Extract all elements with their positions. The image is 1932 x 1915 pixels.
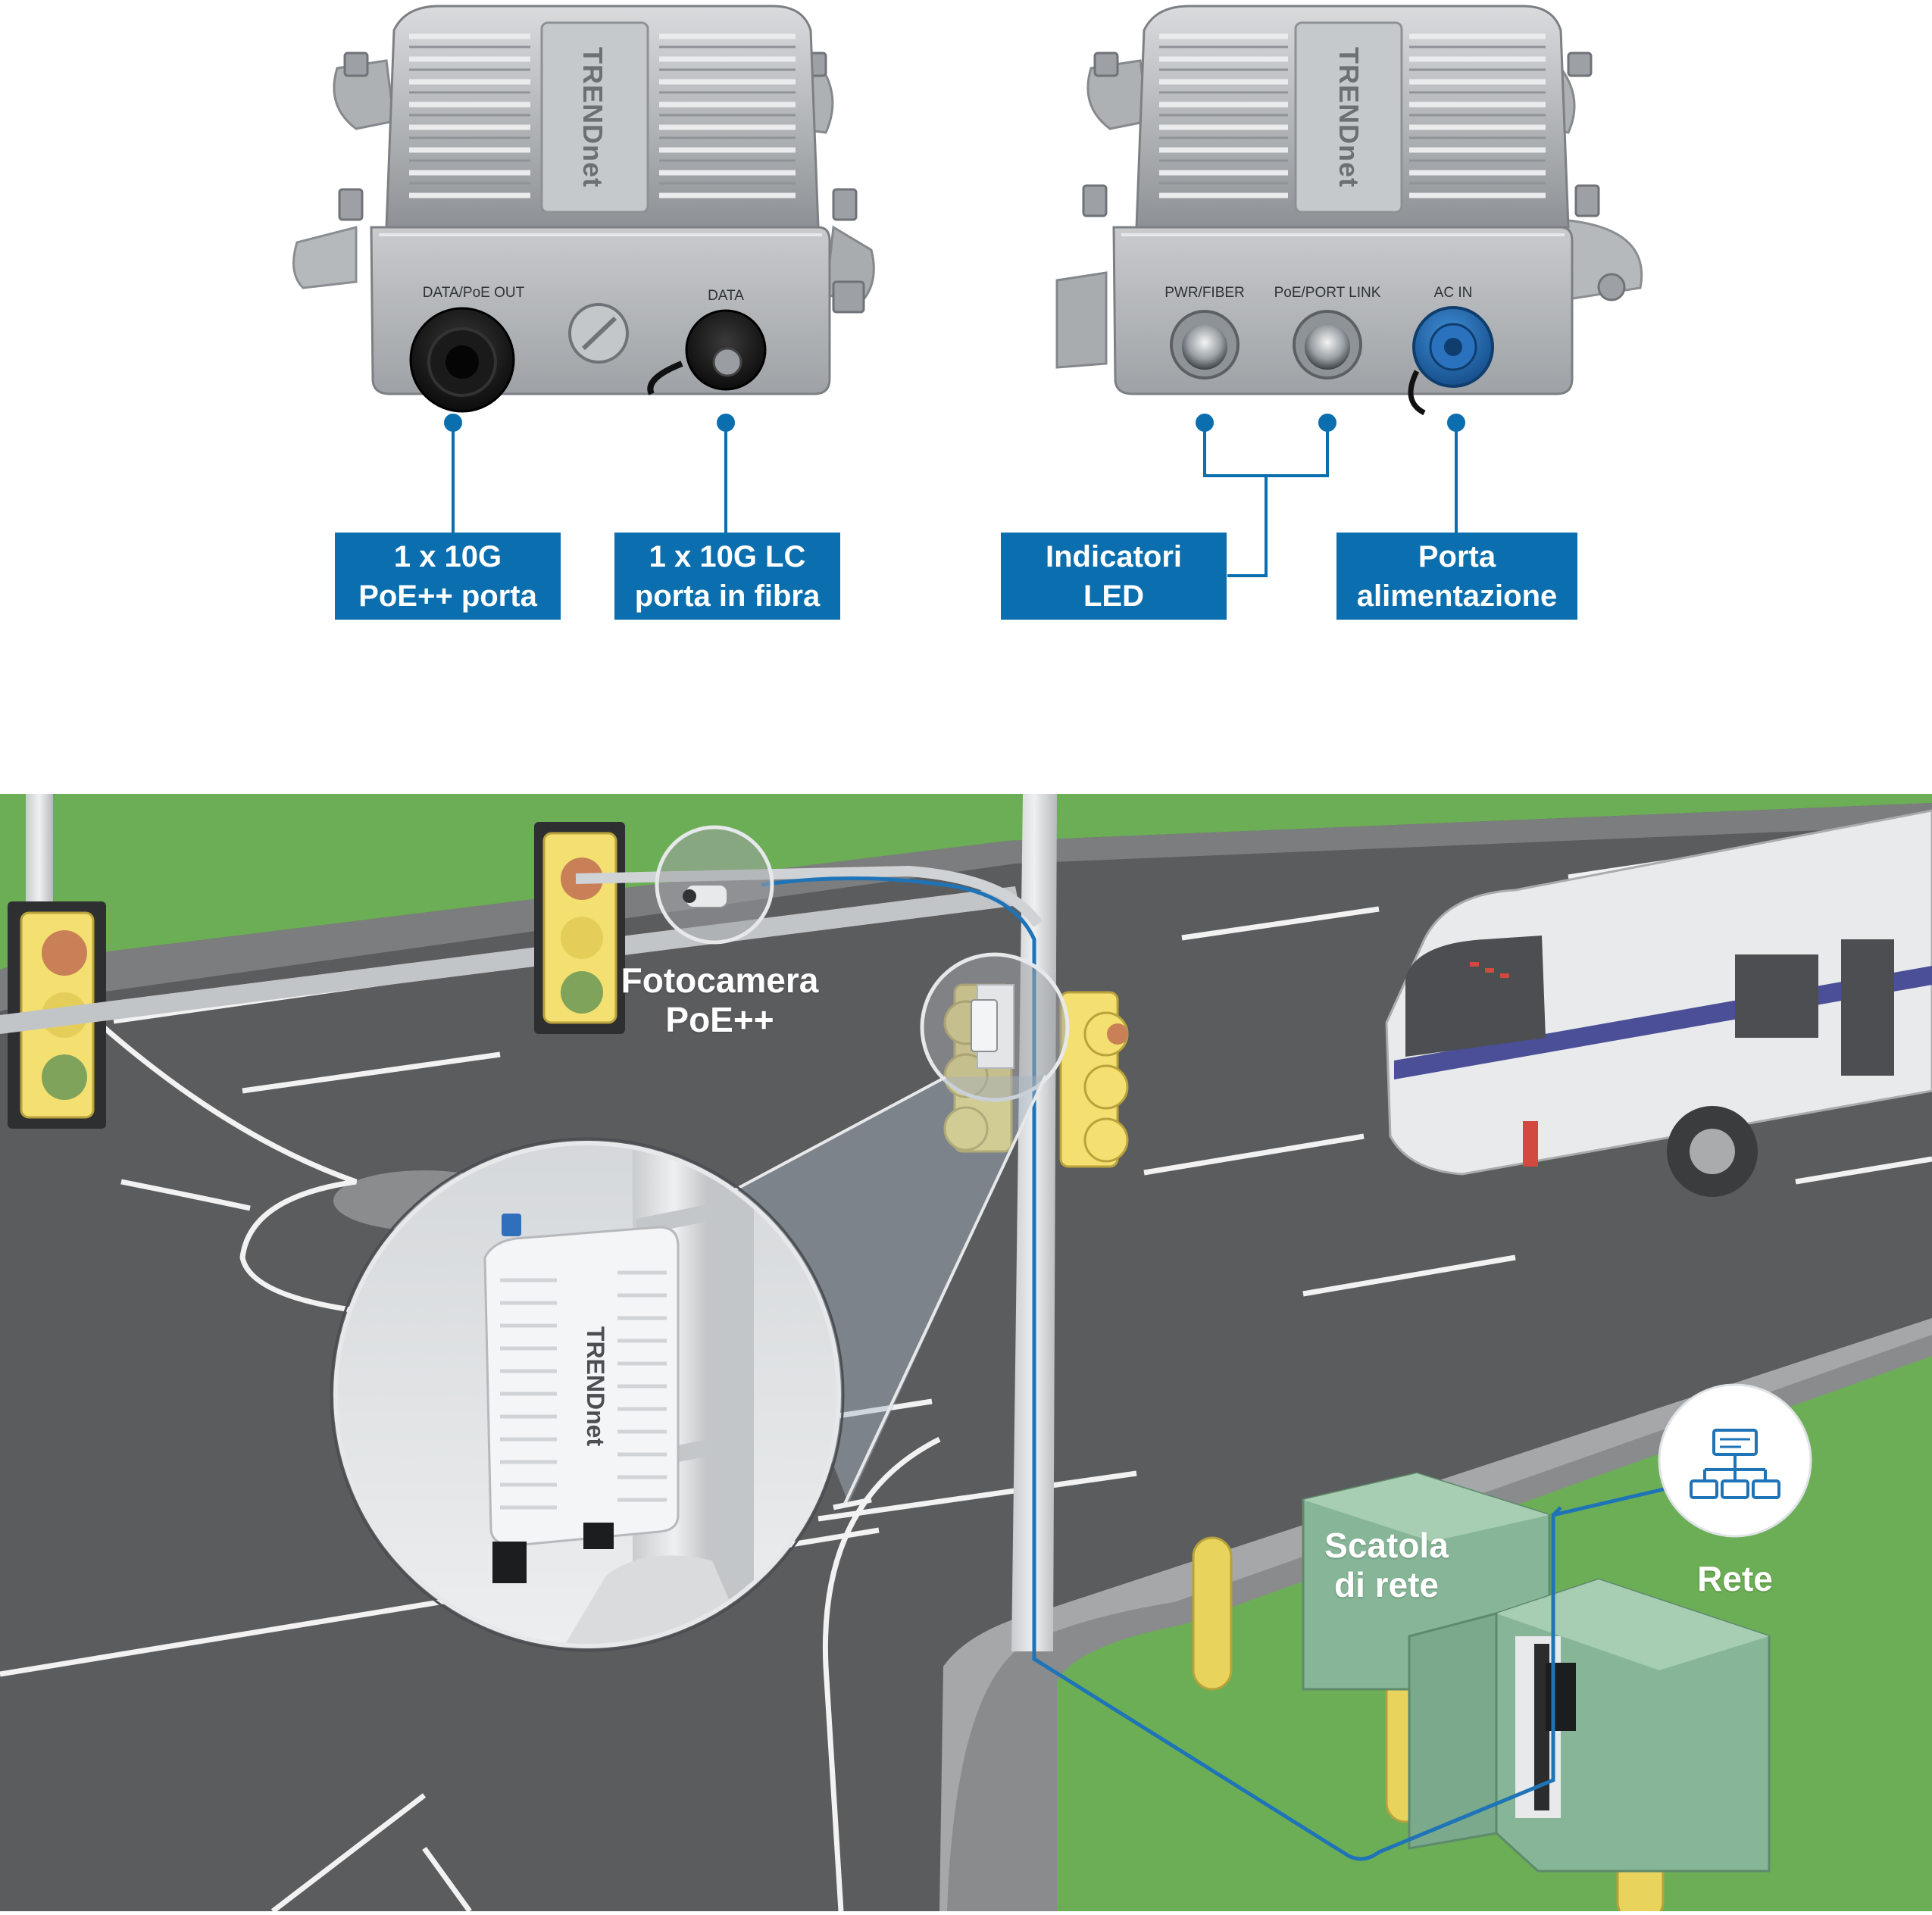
callout-fiber-port-line1: 1 x 10G LC	[649, 539, 806, 573]
grass-far	[0, 794, 1932, 970]
camera-label-line1: Fotocamera	[621, 961, 819, 1000]
callout-led-indicators: Indicatori LED	[1001, 533, 1227, 620]
port-label-pwr-fiber: PWR/FIBER	[1165, 285, 1245, 301]
callout-power-port-line1: Porta	[1418, 539, 1496, 573]
network-label-text: Rete	[1697, 1559, 1773, 1598]
device-bubble	[920, 952, 1070, 1102]
callout-power-port: Porta alimentazione	[1336, 533, 1577, 620]
port-label-ac-in: AC IN	[1434, 285, 1473, 301]
port-label-data-poe-out: DATA/PoE OUT	[423, 285, 525, 301]
port-label-data: DATA	[708, 288, 744, 304]
port-label-poe-port-link: PoE/PORT LINK	[1274, 285, 1381, 301]
callout-poe-port-line1: 1 x 10G	[393, 539, 502, 573]
camera-bubble	[655, 825, 774, 945]
callout-fiber-port: 1 x 10G LC porta in fibra	[614, 533, 840, 620]
street-scene: TRENDnet	[0, 794, 1932, 1911]
svg-text:TRENDnet: TRENDnet	[582, 1326, 609, 1447]
camera-label: Fotocamera PoE++	[599, 961, 841, 1039]
callout-led-indicators-line1: Indicatori	[1045, 539, 1183, 573]
device-front-view: TRENDnet DATA/PoE OUT DATA	[292, 5, 875, 413]
bus	[1385, 809, 1932, 1197]
back-brand-logo: TRENDnet	[1333, 47, 1365, 188]
callout-leader-lines	[444, 414, 1465, 577]
camera-label-line2: PoE++	[665, 1000, 774, 1039]
callout-poe-port-line2: PoE++ porta	[358, 579, 537, 613]
cabinet-label: Scatola di rete	[1280, 1526, 1493, 1604]
network-topology-icon	[1658, 1383, 1812, 1538]
callout-poe-port: 1 x 10G PoE++ porta	[335, 533, 561, 620]
callout-power-port-line2: alimentazione	[1356, 579, 1558, 613]
cabinet-label-line2: di rete	[1333, 1565, 1440, 1604]
zoom-detail-circle: TRENDnet	[330, 1137, 845, 1652]
cabinet-label-line1: Scatola	[1324, 1526, 1449, 1565]
device-closeup: TRENDnet	[483, 1214, 680, 1583]
device-back-view: TRENDnet PWR/FIBER PoE/PORT LINK AC IN	[1055, 5, 1643, 416]
network-cabinet	[1302, 1472, 1771, 1873]
data-cable-path	[761, 876, 1668, 1861]
front-brand-logo: TRENDnet	[577, 47, 608, 188]
callout-led-indicators-line2: LED	[1083, 579, 1144, 613]
network-label: Rete	[1659, 1559, 1811, 1598]
callout-fiber-port-line2: porta in fibra	[634, 579, 821, 613]
